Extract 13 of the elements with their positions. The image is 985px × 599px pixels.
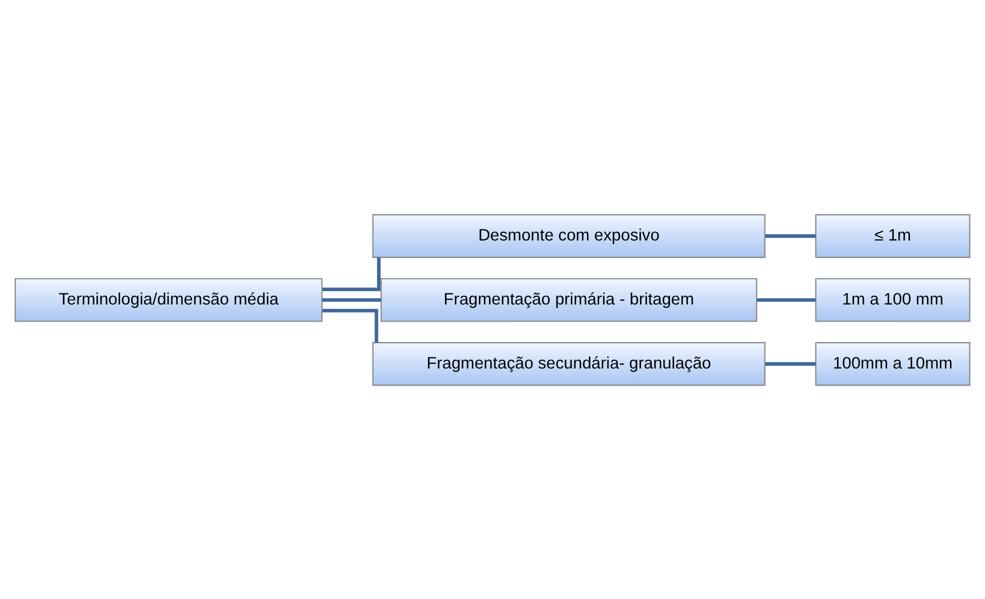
connector — [765, 234, 816, 238]
node-box: Desmonte com exposivo — [372, 214, 766, 258]
node-box: 100mm a 10mm — [815, 342, 970, 386]
node-box: 1m a 100 mm — [815, 278, 970, 322]
connector — [765, 362, 816, 366]
node-box: Terminologia/dimensão média — [14, 278, 323, 322]
node-box: Fragmentação primária - britagem — [380, 278, 758, 322]
connector — [756, 298, 816, 302]
connector — [322, 256, 381, 291]
connector — [322, 298, 382, 302]
connector — [322, 308, 378, 342]
node-box: Fragmentação secundária- granulação — [372, 342, 766, 386]
node-box: ≤ 1m — [815, 214, 970, 258]
